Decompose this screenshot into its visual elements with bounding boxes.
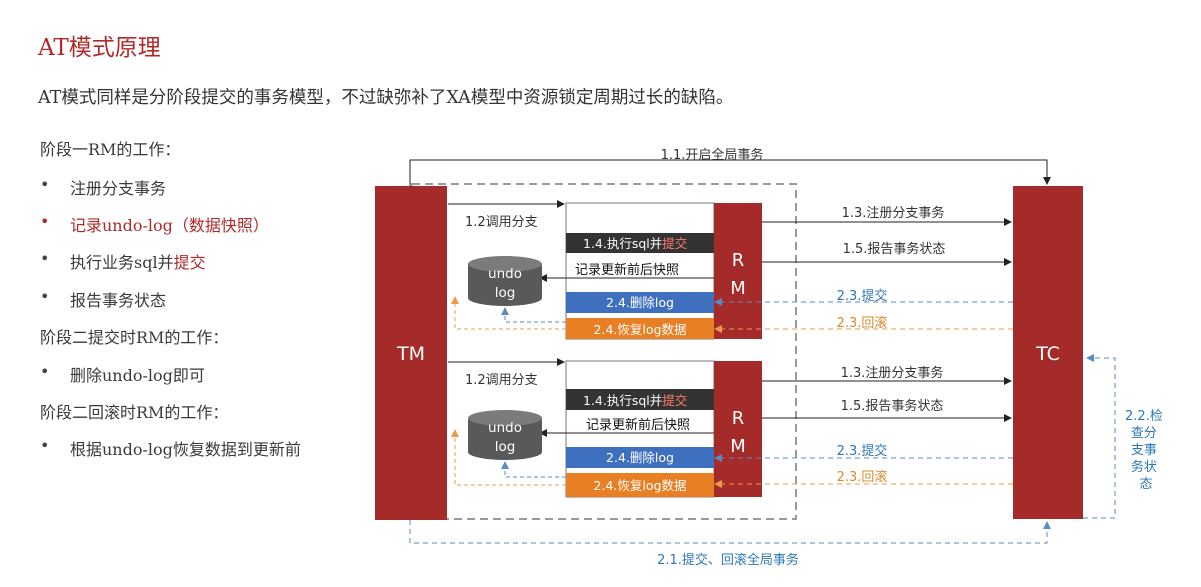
begin-global-arrow [409,159,1051,186]
rm-group-dashed-box [411,183,797,520]
rm2-log-label: log [495,439,516,455]
phase1-item-report: 报告事务状态 [40,287,166,311]
rm2-commit-label: 2.3.提交 [837,443,888,459]
tm-label: TM [396,343,425,365]
rm1-delete-log-label: 2.4.删除log [606,295,674,310]
rm2-undo-label: undo [488,420,522,436]
rm2-undo-log-db: undo log [468,410,542,460]
phase1-item-undo-log: 记录undo-log（数据快照） [40,212,269,236]
rm1-log-label: log [495,285,516,301]
rm1-label-r: R [732,250,745,271]
phase2-rollback-item: 根据undo-log恢复数据到更新前 [40,436,301,460]
page-subtitle: AT模式同样是分阶段提交的事务模型，不过缺弥补了XA模型中资源锁定周期过长的缺陷… [38,88,734,108]
rm2-record-snapshot-label: 记录更新前后快照 [586,417,690,433]
tc-label: TC [1035,343,1060,365]
rm-group-2: R M 1.2调用分支 1.4.执行sql并提交 记录更新前后快照 undo l… [448,358,1013,498]
left-panel: 阶段一RM的工作： 注册分支事务 记录undo-log（数据快照） 执行业务sq… [40,0,370,587]
rm2-label-m: M [730,436,746,457]
rm2-delete-log-label: 2.4.删除log [606,450,674,465]
phase1-item-exec-sql: 执行业务sql并提交 [40,249,206,273]
rm2-restore-tm-arrow [451,429,566,486]
rm1-record-snapshot-label: 记录更新前后快照 [575,262,679,278]
rm1-delete-db-arrow [501,307,566,323]
rm1-commit-label: 2.3.提交 [837,288,888,304]
tc-block [1013,186,1083,519]
phase2-rollback-heading: 阶段二回滚时RM的工作： [40,403,229,422]
rm1-block [714,203,762,339]
rm1-call-branch-label: 1.2调用分支 [465,215,538,230]
begin-global-label: 1.1.开启全局事务 [661,147,764,163]
rm1-rollback-label: 2.3.回滚 [837,315,888,331]
rm2-restore-log-label: 2.4.恢复log数据 [594,478,687,493]
global-commit-rollback-label: 2.1.提交、回滚全局事务 [657,552,799,568]
rm2-restore-log-bar [566,473,714,497]
rm2-delete-db-arrow [501,461,566,478]
global-commit-rollback-arrow [409,520,1051,544]
rm1-label-m: M [730,278,746,299]
rm1-restore-log-label: 2.4.恢复log数据 [594,322,687,337]
exec-sql-commit: 提交 [173,253,206,272]
rm2-delete-log-bar [566,447,714,468]
rm2-rollback-label: 2.3.回滚 [837,469,888,485]
rm1-exec-sql-bar [566,233,714,253]
rm1-undo-log-db: undo log [468,256,542,306]
check-status-label: 2.2.检 查分 支事 务状 态 [1125,409,1167,492]
phase2-commit-item: 删除undo-log即可 [40,362,205,386]
check-status-arrow [1083,354,1116,519]
rm1-report-label: 1.5.报告事务状态 [843,241,946,257]
rm1-delete-log-bar [566,292,714,313]
rm2-exec-sql-label: 1.4.执行sql并提交 [583,393,687,408]
phase2-commit-heading: 阶段二提交时RM的工作： [40,328,229,347]
phase1-heading: 阶段一RM的工作： [40,140,181,159]
rm2-exec-sql-bar [566,389,714,410]
rm1-restore-tm-arrow [451,296,566,330]
rm-group-1: R M 1.2调用分支 1.4.执行sql并提交 记录更新前后快照 undo l… [448,200,1013,340]
exec-sql-text: 执行业务sql并 [70,253,174,272]
rm1-register-label: 1.3.注册分支事务 [842,205,945,221]
rm2-call-branch-label: 1.2调用分支 [465,373,538,388]
rm1-exec-sql-label: 1.4.执行sql并提交 [583,236,687,251]
rm2-register-label: 1.3.注册分支事务 [841,365,944,381]
page-title: AT模式原理 [38,35,161,61]
rm1-undo-label: undo [488,266,522,282]
rm2-label-r: R [732,408,745,429]
rm1-white-panel [565,202,715,340]
rm1-restore-log-bar [566,318,714,339]
rm2-report-label: 1.5.报告事务状态 [841,398,944,414]
phase1-item-register: 注册分支事务 [40,175,166,199]
rm2-block [714,361,762,497]
tm-block [375,186,447,520]
